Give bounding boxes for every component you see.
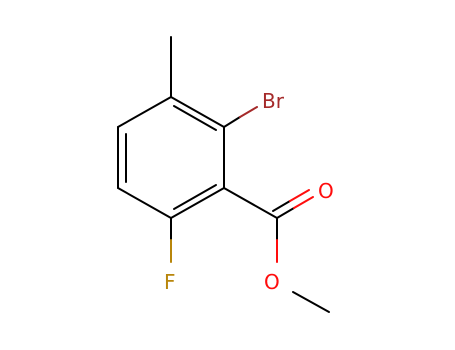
atom-label-f: F bbox=[164, 270, 176, 294]
bond-c6-br-dark bbox=[223, 116, 241, 128]
bond-c6-c1 bbox=[170, 96, 225, 128]
bond-co-double-b-colored bbox=[289, 189, 310, 202]
bond-c3-c4 bbox=[117, 187, 172, 219]
bond-co-double-b-dark bbox=[272, 200, 291, 212]
bond-co-double-a-colored bbox=[293, 196, 314, 209]
atom-label-br: Br bbox=[262, 89, 285, 113]
bond-o-methyl bbox=[292, 291, 330, 313]
bond-co-double-a-dark bbox=[276, 207, 295, 219]
bond-c5-carbonyl bbox=[223, 187, 278, 219]
bond-c1-c2 bbox=[117, 96, 172, 128]
atom-label-o-ester: O bbox=[264, 270, 280, 294]
atom-label-o-carbonyl: O bbox=[318, 179, 334, 203]
bond-c4-c5-inner bbox=[173, 184, 217, 210]
bond-c6-br-colored bbox=[239, 106, 258, 118]
bond-c4-c5 bbox=[170, 187, 225, 219]
bond-c6-c1-inner bbox=[173, 105, 217, 131]
